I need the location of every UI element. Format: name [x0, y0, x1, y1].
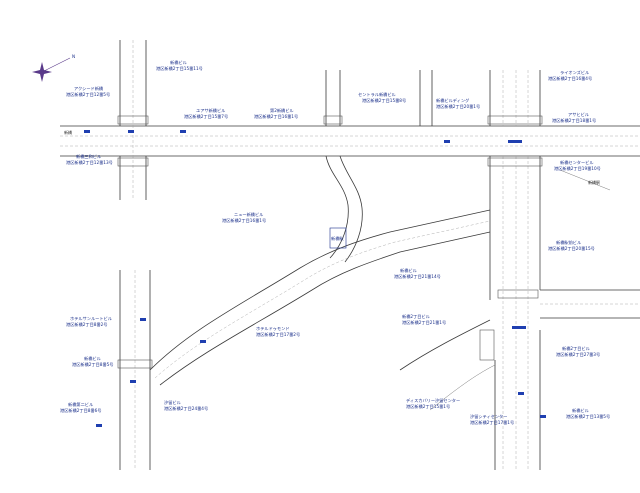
- compass-rose-icon: N: [32, 54, 75, 82]
- label: ユアサ新橋ビル: [196, 107, 225, 114]
- label: 新橋ビルディング: [436, 97, 469, 104]
- label: 港区新橋2丁目17番1号: [470, 419, 514, 426]
- sign-icon: [508, 140, 522, 143]
- sign-icon: [128, 130, 134, 133]
- label: 新橋ビル: [400, 267, 417, 274]
- label: 港区新橋2丁目18番1号: [552, 117, 596, 124]
- sw-street: [119, 270, 151, 470]
- label: 港区新橋2丁目12番5号: [66, 91, 110, 98]
- nw-street: [119, 40, 147, 200]
- sign-icon: [96, 424, 102, 427]
- label: 港区新橋2丁目19番10号: [554, 165, 601, 172]
- label: セントラル新橋ビル: [358, 91, 396, 98]
- label: アクシード新橋: [74, 85, 104, 92]
- label: 港区新橋2丁目8番2号: [66, 321, 108, 328]
- diagonal-road: [149, 209, 491, 386]
- label: 港区新橋2丁目12番13号: [66, 159, 113, 166]
- label: 港区新橋2丁目15番7号: [184, 113, 228, 120]
- sign-icon: [140, 318, 146, 321]
- label: 港区新橋2丁目17番2号: [256, 331, 300, 338]
- label: ホテルサンルートビル: [70, 315, 112, 322]
- station-box: 新橋駅: [329, 227, 347, 249]
- label: 港区新橋2丁目16番1号: [254, 113, 298, 120]
- label: 新橋2丁目ビル: [402, 313, 430, 320]
- label: 港区新橋2丁目13番5号: [566, 413, 610, 420]
- label: ディスカバリー汐留センター: [406, 397, 460, 404]
- sign-icon: [200, 340, 206, 343]
- top-mid-streets: [325, 70, 433, 126]
- label: 新橋三和ビル: [76, 153, 101, 160]
- label: 新橋駅前ビル: [556, 239, 581, 246]
- sign-icon: [518, 392, 524, 395]
- label: 第2新橋ビル: [270, 107, 294, 114]
- sign-icon: [84, 130, 90, 133]
- label: 港区新橋2丁目21番1号: [402, 319, 446, 326]
- sign-icon: [540, 415, 546, 418]
- label: ライオンズビル: [560, 69, 589, 76]
- label: 新橋ビル: [170, 59, 187, 66]
- label: 港区新橋2丁目8番6号: [60, 407, 102, 414]
- label: 新橋ビル: [84, 355, 101, 362]
- crosswalks: [117, 115, 543, 369]
- label: 港区新橋2丁目16番1号: [222, 217, 266, 224]
- building-labels: ライオンズビル 港区新橋2丁目16番4号 アサヒビル 港区新橋2丁目18番1号 …: [60, 59, 610, 426]
- sign-icon: [444, 140, 450, 143]
- compass-label: N: [72, 54, 75, 59]
- sign-icon: [130, 380, 136, 383]
- label: 汐留ビル: [164, 399, 181, 406]
- station-label: 新橋駅: [331, 235, 344, 242]
- label: 港区新橋2丁目24番4号: [164, 405, 208, 412]
- label: 港区新橋2丁目15番1号: [406, 403, 450, 410]
- label: 港区新橋2丁目15番11号: [156, 65, 203, 72]
- label: 新橋ビル: [572, 407, 589, 414]
- label: 港区新橋2丁目27番3号: [556, 351, 600, 358]
- label: 港区新橋2丁目20番15号: [548, 245, 595, 252]
- sign-icon: [512, 326, 526, 329]
- road-signs: [84, 130, 546, 427]
- label: 港区新橋2丁目15番8号: [362, 97, 406, 104]
- label: 港区新橋2丁目21番14号: [394, 273, 441, 280]
- label: 港区新橋2丁目20番1号: [436, 103, 480, 110]
- label: 港区新橋2丁目8番5号: [72, 361, 114, 368]
- se-diagonal: [399, 319, 496, 411]
- curved-road: [325, 155, 363, 263]
- main-avenue: [60, 125, 640, 157]
- sign-label-nw: 新橋: [64, 129, 72, 135]
- label: 港区新橋2丁目16番4号: [548, 75, 592, 82]
- label: 新橋第二ビル: [68, 401, 93, 408]
- label: 汐留シティセンター: [470, 413, 507, 420]
- label: 新橋2丁目ビル: [562, 345, 590, 352]
- sign-icon: [180, 130, 186, 133]
- sign-label-e: 新橋駅: [588, 179, 600, 185]
- label: 新橋センタービル: [560, 159, 594, 166]
- label: アサヒビル: [568, 111, 589, 118]
- label: ニュー新橋ビル: [234, 211, 263, 218]
- label: ホテルドゥモンド: [256, 326, 290, 332]
- ne-street: [489, 70, 541, 126]
- east-branch: [539, 169, 640, 319]
